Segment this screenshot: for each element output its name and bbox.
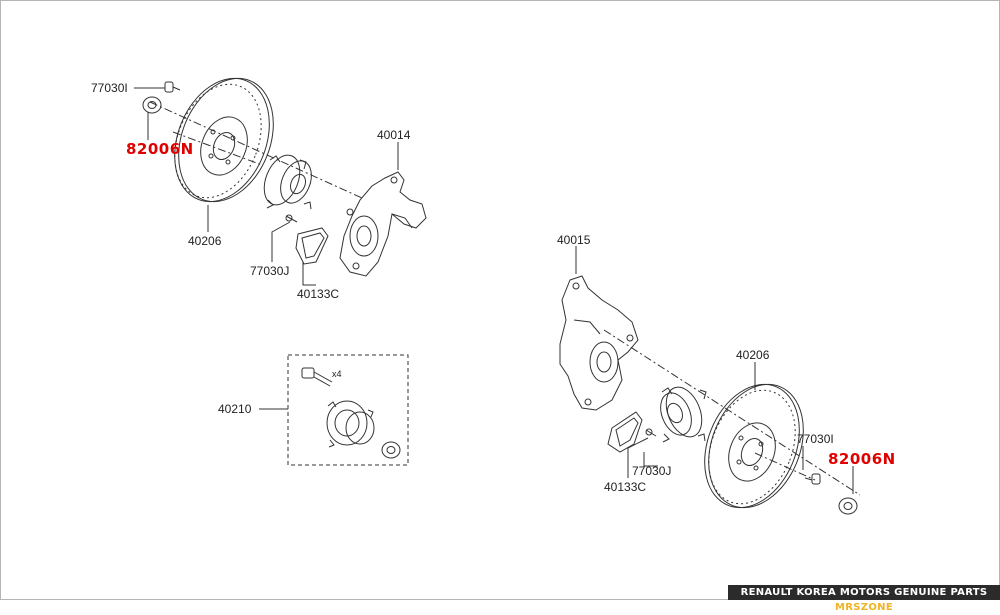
part-label-40015: 40015 — [557, 233, 591, 247]
hub-bearing-unit — [326, 400, 375, 448]
centre-axis — [754, 452, 816, 481]
centre-axis — [603, 329, 861, 496]
hub-bearing-left — [263, 154, 312, 210]
part-label-40210: 40210 — [218, 402, 252, 416]
part-label-40133c-right: 40133C — [604, 480, 647, 494]
part-label-77030j-right: 77030J — [632, 464, 672, 478]
hub-bearing-right — [660, 386, 707, 443]
brake-disc-right — [704, 383, 804, 509]
shield-screw-left — [285, 214, 298, 223]
watermark-brand: RENAULT KOREA MOTORS GENUINE PARTS — [740, 587, 988, 598]
hub-nut-left — [142, 96, 162, 114]
dust-shield-right — [607, 411, 643, 453]
brake-disc-left — [174, 77, 274, 203]
centre-axis — [149, 101, 363, 199]
hub-assembly-box — [287, 354, 409, 466]
part-label-40133c: 40133C — [297, 287, 340, 301]
shield-screw-right — [645, 428, 657, 437]
part-label-40206: 40206 — [188, 234, 222, 248]
part-label-40014: 40014 — [377, 128, 411, 142]
steering-knuckle-right — [559, 275, 639, 411]
part-label-77030i-right: 77030I — [797, 432, 834, 446]
bolt-quantity: x4 — [332, 369, 342, 379]
hub-nut — [381, 441, 401, 459]
hub-bolt — [301, 367, 333, 387]
steering-knuckle-left — [339, 171, 427, 277]
leader-line — [271, 221, 291, 262]
part-label-82006n-highlight: 82006N — [126, 140, 194, 158]
hub-nut-right — [838, 497, 858, 515]
parts-drawing — [134, 77, 861, 515]
leader-line — [302, 262, 316, 286]
watermark-site: MRSZONE — [835, 602, 893, 613]
wheel-bolt-right — [804, 473, 821, 485]
part-label-77030i: 77030I — [91, 81, 128, 95]
part-label-82006n-right-highlight: 82006N — [828, 450, 896, 468]
watermark-banner: RENAULT KOREA MOTORS GENUINE PARTS MRSZO… — [728, 585, 1000, 613]
dust-shield-left — [295, 227, 329, 265]
part-label-77030j: 77030J — [250, 264, 290, 278]
leader-line — [643, 452, 658, 467]
wheel-bolt-left — [164, 81, 181, 93]
part-label-40206-right: 40206 — [736, 348, 770, 362]
